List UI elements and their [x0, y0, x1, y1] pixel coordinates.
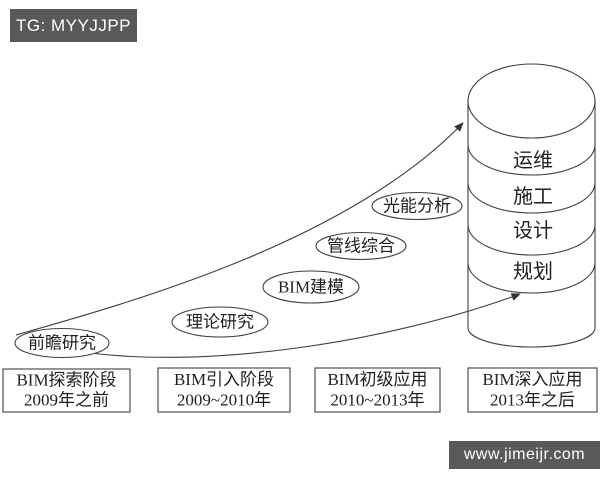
- stage-rect: [157, 367, 291, 413]
- stage-box: BIM深入应用 2013年之后: [467, 367, 598, 413]
- tg-watermark-text: TG: MYYJJPP: [15, 15, 132, 35]
- stage-name-label: BIM探索阶段: [16, 371, 116, 390]
- cylinder-layer-label: 规划: [513, 260, 553, 283]
- stage-period-label: 2009~2010年: [177, 391, 271, 410]
- milestone-label: 光能分析: [383, 197, 451, 216]
- cylinder-layer-label: 运维: [513, 149, 553, 172]
- cylinder-top-ellipse: [467, 63, 596, 139]
- milestone: 光能分析: [371, 191, 463, 221]
- milestone-ellipse: [315, 231, 407, 261]
- milestone-list: 前瞻研究 理论研究 BIM建模 管线综合 光能分析: [14, 191, 463, 359]
- stage-list: BIM探索阶段 2009年之前 BIM引入阶段 2009~2010年 BIM初级…: [2, 367, 598, 413]
- cylinder-bottom-arc: [467, 327, 596, 348]
- stage-rect: [314, 367, 441, 413]
- stage-box: BIM初级应用 2010~2013年: [314, 367, 441, 413]
- milestone-ellipse: [171, 306, 269, 338]
- stage-name-label: BIM引入阶段: [174, 370, 274, 389]
- stage-period-label: 2010~2013年: [330, 391, 424, 410]
- cylinder-divider: [467, 262, 596, 294]
- cylinder-divider: [467, 144, 596, 176]
- milestone: 理论研究: [171, 306, 269, 338]
- growth-curve-arrow-upper: [15, 122, 464, 336]
- milestone-label: 管线综合: [327, 237, 395, 256]
- milestone-label: 前瞻研究: [28, 334, 96, 353]
- cylinder-layer-label: 设计: [513, 219, 553, 242]
- stage-name-label: BIM初级应用: [327, 370, 427, 389]
- site-watermark-text: www.jimeijr.com: [463, 446, 586, 463]
- milestone: 前瞻研究: [14, 327, 110, 359]
- growth-curve-arrow-lower: [69, 293, 521, 358]
- bim-platform-cylinder: 运维 施工 设计 规划: [467, 63, 596, 348]
- cylinder-layer-label: 施工: [513, 185, 553, 208]
- milestone: 管线综合: [315, 231, 407, 261]
- tg-watermark-badge: TG: MYYJJPP: [10, 9, 137, 42]
- stage-box: BIM引入阶段 2009~2010年: [157, 367, 291, 413]
- stage-name-label: BIM深入应用: [482, 370, 582, 389]
- cylinder-divider: [467, 224, 596, 256]
- milestone-ellipse: [371, 191, 463, 221]
- milestone: BIM建模: [262, 270, 360, 304]
- milestone-ellipse: [262, 270, 360, 304]
- cylinder-divider: [467, 182, 596, 214]
- stage-rect: [2, 368, 131, 413]
- site-watermark-badge: www.jimeijr.com: [449, 441, 600, 469]
- milestone-label: 理论研究: [186, 313, 254, 332]
- milestone-ellipse: [14, 327, 110, 359]
- stage-period-label: 2013年之后: [490, 391, 575, 410]
- milestone-label: BIM建模: [278, 278, 344, 297]
- stage-rect: [467, 367, 598, 413]
- stage-period-label: 2009年之前: [24, 391, 109, 410]
- stage-box: BIM探索阶段 2009年之前: [2, 368, 131, 413]
